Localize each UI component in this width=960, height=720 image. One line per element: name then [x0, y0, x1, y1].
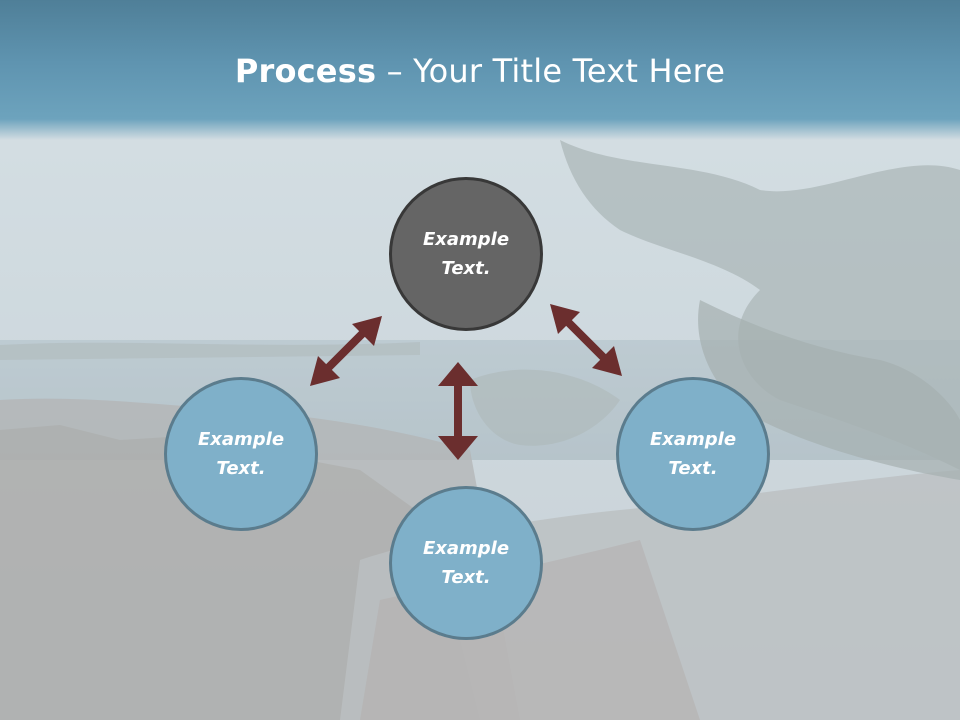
node-left-label: Example Text. — [197, 429, 285, 479]
process-node-left: Example Text. — [164, 377, 318, 531]
process-node-bottom: Example Text. — [389, 486, 543, 640]
double-arrow-left-diagonal — [310, 316, 382, 386]
double-arrow-vertical — [438, 362, 478, 460]
title-rest: Your Title Text Here — [413, 52, 726, 90]
slide-title: Process – Your Title Text Here — [0, 52, 960, 90]
title-band — [0, 0, 960, 140]
node-top-label: Example Text. — [422, 229, 510, 279]
title-bold: Process — [234, 52, 377, 90]
process-node-top: Example Text. — [389, 177, 543, 331]
node-bottom-label: Example Text. — [422, 538, 510, 588]
process-node-right: Example Text. — [616, 377, 770, 531]
double-arrow-right-diagonal — [550, 304, 622, 376]
node-right-label: Example Text. — [649, 429, 737, 479]
title-dash: – — [376, 52, 414, 90]
